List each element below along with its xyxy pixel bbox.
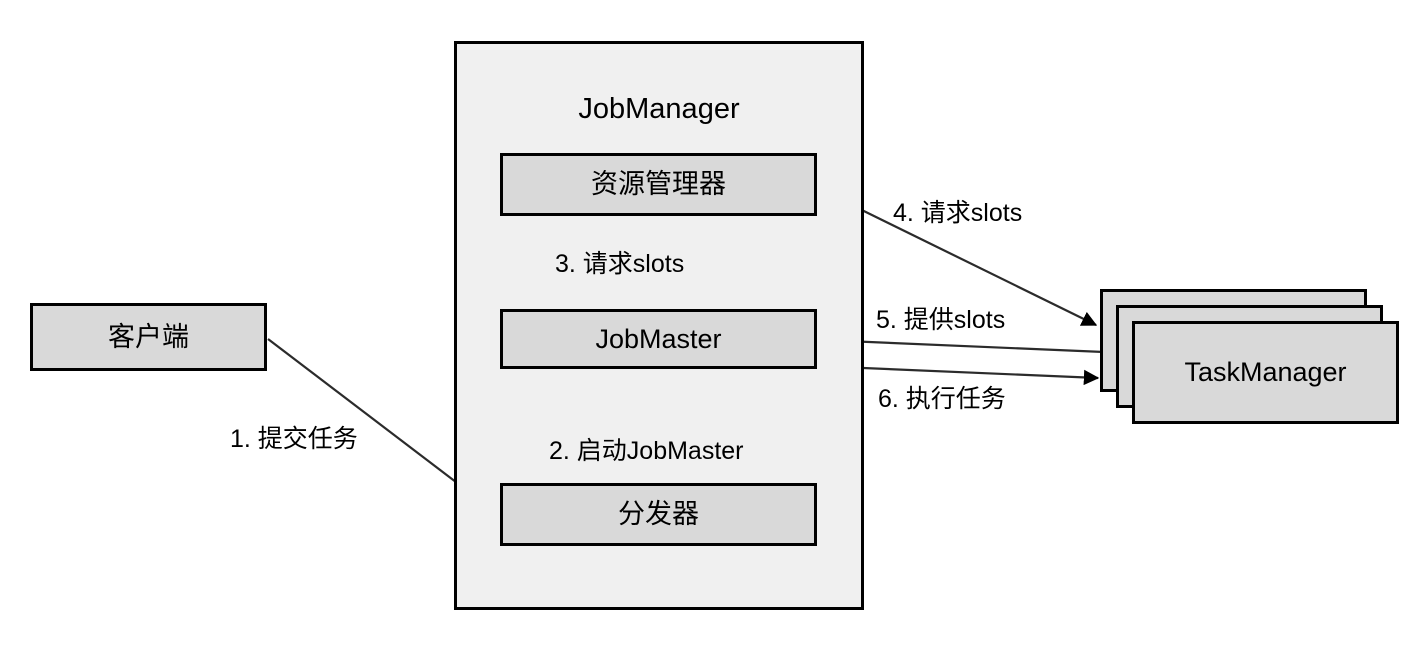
client-label: 客户端 [108, 321, 189, 352]
client-box[interactable]: 客户端 [30, 303, 267, 371]
job-master-label: JobMaster [595, 323, 722, 354]
edge-label-2: 2. 启动JobMaster [549, 437, 744, 465]
edge-label-1: 1. 提交任务 [230, 425, 358, 453]
dispatcher-box[interactable]: 分发器 [500, 483, 817, 546]
resource-manager-box[interactable]: 资源管理器 [500, 153, 817, 216]
task-manager-label: TaskManager [1184, 357, 1347, 387]
edge-label-6: 6. 执行任务 [878, 385, 1006, 413]
edge-label-4: 4. 请求slots [893, 199, 1023, 227]
resource-manager-label: 资源管理器 [591, 169, 726, 199]
dispatcher-label: 分发器 [618, 499, 699, 529]
job-master-box[interactable]: JobMaster [500, 309, 817, 369]
edge-5-line [820, 332, 1105, 354]
edge-label-5: 5. 提供slots [876, 306, 1006, 334]
edge-label-3: 3. 请求slots [555, 250, 685, 278]
task-manager-box[interactable]: TaskManager [1132, 321, 1399, 424]
jobmanager-title: JobManager [578, 93, 740, 125]
